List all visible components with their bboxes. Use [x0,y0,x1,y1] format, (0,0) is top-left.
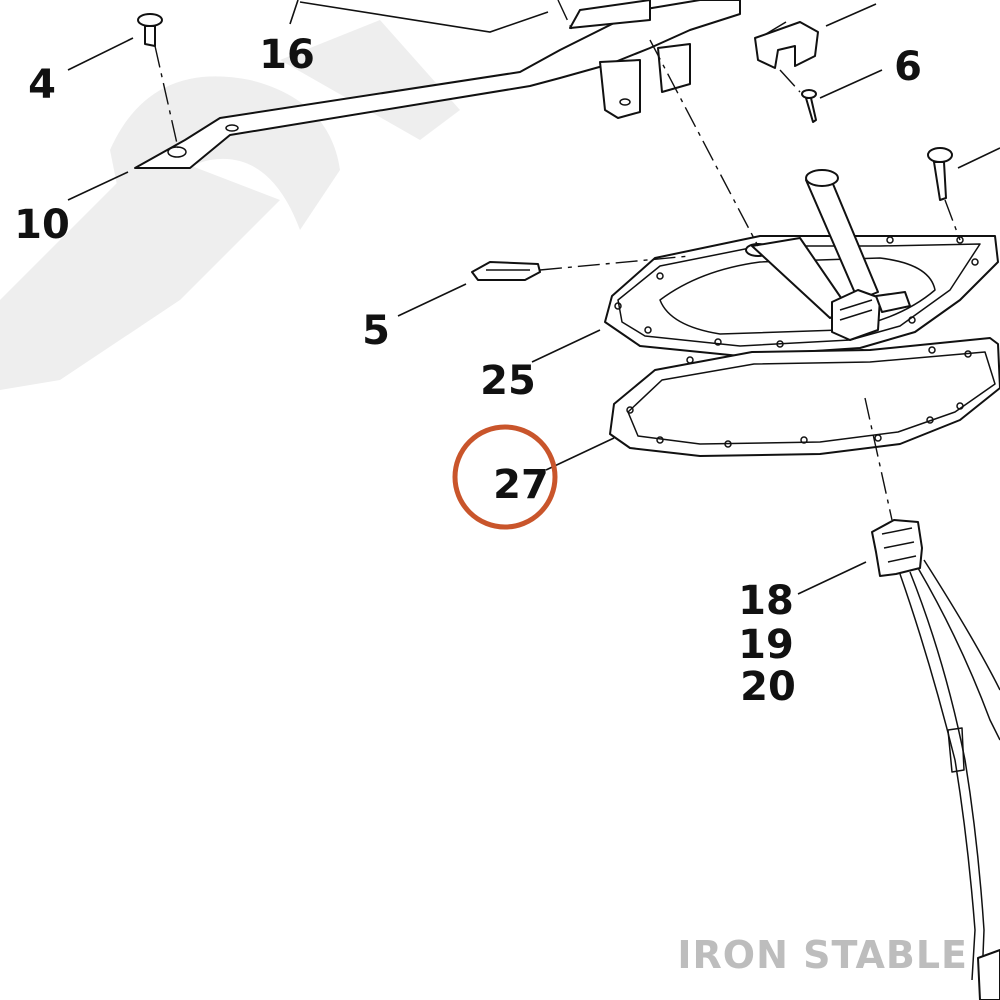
screw-right [927,147,953,201]
callout-25: 25 [480,358,536,404]
clip-part [754,21,819,69]
rivet-part-6 [801,89,817,123]
callout-labels: 4 16 6 10 5 25 27 18 19 20 [14,32,922,710]
callout-6: 6 [894,44,922,90]
highlight-circle [452,424,558,530]
callout-20: 20 [740,664,796,710]
speed-nut-part-5 [471,261,541,281]
gasket-part-27 [609,337,1000,457]
callout-18: 18 [738,578,794,624]
callout-16: 16 [259,32,315,78]
harness-connector-parts-18-20 [871,519,1000,1000]
callout-27: 27 [493,462,549,508]
bracket-part-10 [134,0,741,169]
screw-part-4 [137,13,163,47]
callout-5: 5 [362,308,390,354]
callout-10: 10 [14,202,70,248]
callout-19: 19 [738,622,794,668]
callout-4: 4 [28,62,56,108]
leader-lines [67,0,1000,595]
brand-watermark: IRON STABLE [677,933,968,977]
assembly-lines [154,0,961,521]
